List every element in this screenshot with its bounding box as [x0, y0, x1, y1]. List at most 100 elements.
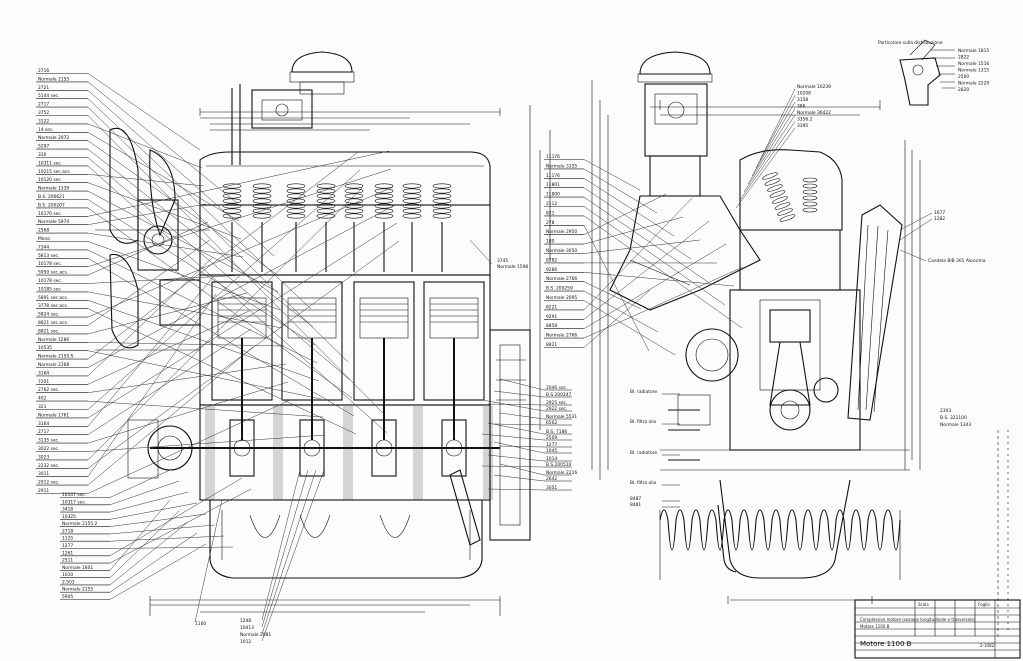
label-left: 10120 sec.: [38, 177, 62, 183]
label-left: Normale 2155: [38, 76, 69, 82]
label-left: 10215 sec.acs.: [38, 169, 71, 175]
label-left: 2717: [38, 102, 49, 108]
label-left: 2568: [38, 228, 49, 234]
title-block-scale: Scala: [918, 602, 929, 607]
label-left: 10178 sec.: [38, 261, 62, 267]
label-right-side: 8481: [630, 502, 641, 508]
detail-item: 2822: [958, 55, 969, 61]
label-bottom-left: 2718: [62, 528, 73, 534]
label-left: 10170 sec.: [38, 211, 62, 217]
label-center: B.S. 7186: [546, 429, 567, 435]
label-right-mid: 821: [546, 210, 555, 216]
label-center: 3051: [546, 485, 557, 491]
label-right-side: B.S. 321100: [940, 415, 967, 421]
detail-item: Normale 1815: [958, 48, 989, 54]
label-bottom-left: 1261: [62, 550, 73, 556]
detail-item: Normale 2229: [958, 81, 989, 87]
title-block-sheet: Foglio: [978, 602, 990, 607]
label-left: 321: [38, 404, 47, 410]
label-bottom-center: 10413: [240, 625, 254, 631]
label-right-side: 8487: [630, 496, 641, 502]
label-left: 3122: [38, 118, 49, 124]
label-left: 3135 sec.: [38, 438, 59, 444]
label-center: 3745: [497, 258, 508, 264]
label-center: Normale 2216: [546, 470, 577, 476]
detail-title: Particolare sulla distribuzione: [878, 40, 943, 46]
label-center: 2925 sec.: [546, 400, 567, 406]
label-left: Normale 5974: [38, 219, 69, 225]
label-left: 2232 sec.: [38, 463, 59, 469]
label-left: Normale 2072: [38, 135, 69, 141]
detail-item: 2500: [958, 74, 969, 80]
label-center: Normale 5531: [546, 414, 577, 420]
label-left: 3164: [38, 370, 49, 376]
label-center: Normale 1598: [497, 264, 528, 270]
label-center: 6502: [546, 420, 557, 426]
label-left: 10178 sec.: [38, 278, 62, 284]
label-right-side: 1677: [934, 210, 945, 216]
label-right-top: 3356.2: [797, 117, 813, 123]
label-left: 5297: [38, 144, 49, 150]
label-right-mid: Normale 3155: [546, 163, 577, 169]
label-right-mid: Normale 2766: [546, 276, 577, 282]
detail-item: Normale 1516: [958, 61, 989, 67]
label-bottom-left: 2,503: [62, 579, 75, 585]
label-right-mid: 11176: [546, 173, 560, 179]
label-right-side: Bl. filtro olio: [630, 480, 657, 486]
label-right-top: 3395: [797, 123, 808, 129]
label-bottom-center: Normale 2081: [240, 632, 271, 638]
label-right-side: Bl. radiatore: [630, 389, 657, 395]
title-block-model-row: Motore 1100 B: [860, 624, 890, 629]
label-bottom-left: 10107 sec.: [62, 492, 86, 498]
distribution-detail-inset: [899, 39, 955, 106]
label-left: Normale 1286: [38, 337, 69, 343]
label-right-side: Bl. filtro olio: [630, 419, 657, 425]
label-bottom-left: 10325: [62, 514, 76, 520]
label-left: Normale 1761: [38, 412, 69, 418]
label-right-side: Bl. radiatore: [630, 450, 657, 456]
label-right-mid: 8221: [546, 304, 557, 310]
label-right-mid: 8858: [546, 323, 557, 329]
label-bottom-left: 1010: [62, 572, 73, 578]
label-right-side: Candela BIB 301 Alocsima: [928, 258, 986, 264]
label-left: 3011: [38, 471, 49, 477]
label-left: 2911: [38, 488, 49, 494]
label-right-top: 10208: [797, 91, 811, 97]
label-left: 5891 sec.acs.: [38, 295, 68, 301]
label-right-mid: 8821: [546, 342, 557, 348]
drawing-number: 2-1082: [980, 643, 995, 648]
label-right-mid: Normale 2766: [546, 333, 577, 339]
label-center: 1014: [546, 456, 557, 462]
label-bottom-left: Normale 2155.2: [62, 521, 98, 527]
label-bottom-left: 5905: [62, 594, 73, 600]
label-left: Mono: [38, 236, 50, 242]
label-bottom-left: 1277: [62, 543, 73, 549]
label-center: 2509: [546, 435, 557, 441]
label-left: 3023: [38, 454, 49, 460]
label-right-top: Normale 36422: [797, 110, 831, 116]
label-bottom-center: 1012: [240, 639, 251, 645]
label-left: B.S. 200207: [38, 202, 65, 208]
label-right-mid: 9286: [546, 267, 557, 273]
label-left: Normale 2155.S.: [38, 354, 75, 360]
title-block-model: Motore 1100 B: [860, 640, 912, 648]
label-left: Normale 1339: [38, 186, 69, 192]
label-left: 5824 sec.: [38, 312, 59, 318]
label-right-mid: Normale 2095: [546, 295, 577, 301]
label-bottom-center: 1248: [240, 618, 251, 624]
label-right-side: Normale 1343: [940, 422, 971, 428]
label-left: 7201: [38, 379, 49, 385]
label-left: 3164: [38, 421, 49, 427]
label-right-mid: B.S. 200259: [546, 286, 573, 292]
label-left: 2762 sec.: [38, 387, 59, 393]
label-right-side: 2303: [940, 408, 951, 414]
label-bottom-left: Normale 1801: [62, 565, 93, 571]
transverse-section: [609, 51, 910, 580]
label-right-mid: Normale 3050: [546, 248, 577, 254]
label-center: 1045: [546, 448, 557, 454]
leader-lines-left: [36, 73, 400, 642]
label-right-mid: 180: [546, 239, 555, 245]
